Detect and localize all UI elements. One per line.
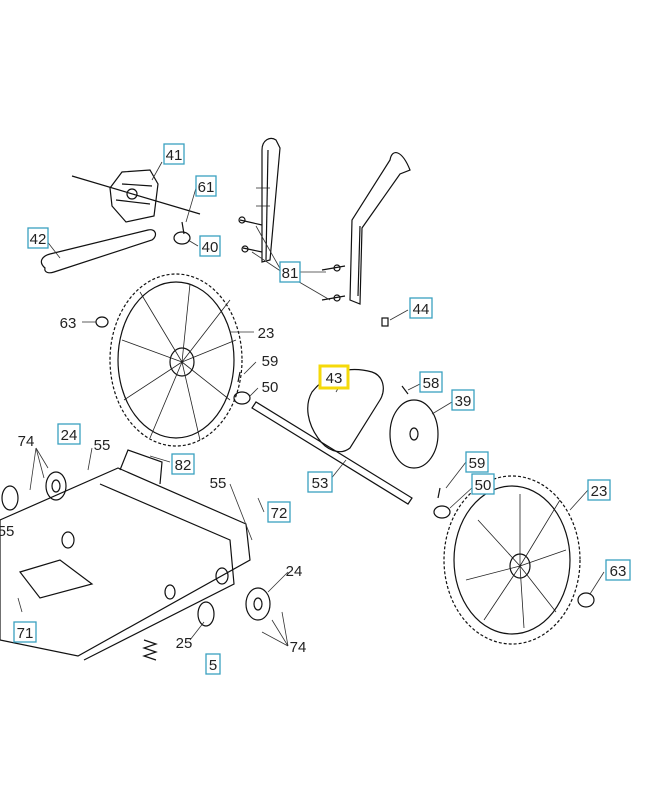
svg-text:44: 44 (413, 301, 430, 318)
sprocket (389, 399, 439, 469)
callout-81[interactable]: 81 (279, 261, 301, 283)
callout-55-a[interactable]: 55 (94, 437, 111, 454)
callout-5[interactable]: 5 (205, 653, 221, 675)
callout-82[interactable]: 82 (171, 453, 195, 475)
callout-63-right[interactable]: 63 (605, 559, 631, 581)
svg-text:55: 55 (94, 437, 111, 454)
screw-44 (381, 317, 389, 327)
callout-39[interactable]: 39 (451, 389, 475, 411)
svg-text:42: 42 (30, 231, 47, 248)
callout-63-left[interactable]: 63 (60, 315, 77, 332)
svg-text:63: 63 (60, 315, 77, 332)
callout-23-right[interactable]: 23 (587, 479, 611, 501)
callout-42[interactable]: 42 (27, 227, 49, 249)
callout-74-left[interactable]: 74 (18, 433, 35, 450)
svg-text:5: 5 (209, 657, 217, 674)
callout-50-left[interactable]: 50 (262, 379, 279, 396)
callout-61[interactable]: 61 (195, 175, 217, 197)
callout-55-b[interactable]: 55 (210, 475, 227, 492)
axle (251, 401, 413, 505)
callout-59-left[interactable]: 59 (262, 353, 279, 370)
callout-24-right[interactable]: 24 (286, 563, 303, 580)
svg-text:55: 55 (210, 475, 227, 492)
svg-text:50: 50 (475, 477, 492, 494)
svg-text:59: 59 (262, 353, 279, 370)
svg-text:71: 71 (17, 625, 34, 642)
svg-text:55: 55 (0, 523, 14, 540)
svg-text:74: 74 (18, 433, 35, 450)
svg-text:41: 41 (166, 147, 183, 164)
svg-text:24: 24 (286, 563, 303, 580)
callout-72[interactable]: 72 (267, 501, 291, 523)
callout-74-right[interactable]: 74 (290, 639, 307, 656)
svg-text:25: 25 (176, 635, 193, 652)
svg-text:72: 72 (271, 505, 288, 522)
svg-text:58: 58 (423, 375, 440, 392)
bearing-far-left (1, 485, 19, 511)
callout-71[interactable]: 71 (13, 621, 37, 643)
callouts: 41 61 42 40 81 44 63 23 59 (0, 143, 631, 675)
svg-text:74: 74 (290, 639, 307, 656)
callout-25[interactable]: 25 (176, 635, 193, 652)
callout-44[interactable]: 44 (409, 297, 433, 319)
right-wheel (443, 475, 581, 645)
svg-text:23: 23 (591, 483, 608, 500)
svg-text:43: 43 (326, 370, 343, 387)
callout-40[interactable]: 40 (199, 235, 221, 257)
washer-63-right (577, 592, 595, 608)
handle-frame (256, 137, 411, 305)
svg-text:40: 40 (202, 239, 219, 256)
svg-text:53: 53 (312, 475, 329, 492)
bearing-left (45, 471, 67, 501)
svg-text:63: 63 (610, 563, 627, 580)
chassis (0, 449, 251, 661)
svg-text:82: 82 (175, 457, 192, 474)
svg-text:23: 23 (258, 325, 275, 342)
callout-24-left[interactable]: 24 (57, 423, 81, 445)
callout-55-c[interactable]: 55 (0, 523, 14, 540)
bushing-right (433, 487, 451, 519)
key-58 (401, 385, 409, 395)
callout-23-left[interactable]: 23 (258, 325, 275, 342)
handle-bolts (238, 216, 346, 302)
spring (142, 639, 158, 661)
drive-chain (307, 368, 384, 453)
callout-53[interactable]: 53 (307, 471, 333, 493)
gearbox (71, 169, 201, 223)
svg-text:50: 50 (262, 379, 279, 396)
left-wheel (109, 273, 243, 447)
svg-text:59: 59 (469, 455, 486, 472)
bearing-25 (197, 601, 215, 627)
svg-text:61: 61 (198, 179, 215, 196)
svg-text:24: 24 (61, 427, 78, 444)
callout-50-right[interactable]: 50 (471, 473, 495, 495)
callout-41[interactable]: 41 (163, 143, 185, 165)
bushing-left (233, 371, 251, 405)
bearing-right (245, 587, 271, 621)
pulley (173, 221, 191, 245)
callout-43-selected[interactable]: 43 (318, 364, 350, 390)
svg-text:81: 81 (282, 265, 299, 282)
callout-58[interactable]: 58 (419, 371, 443, 393)
drive-belt (40, 229, 157, 274)
callout-59-right[interactable]: 59 (465, 451, 489, 473)
svg-text:39: 39 (455, 393, 472, 410)
